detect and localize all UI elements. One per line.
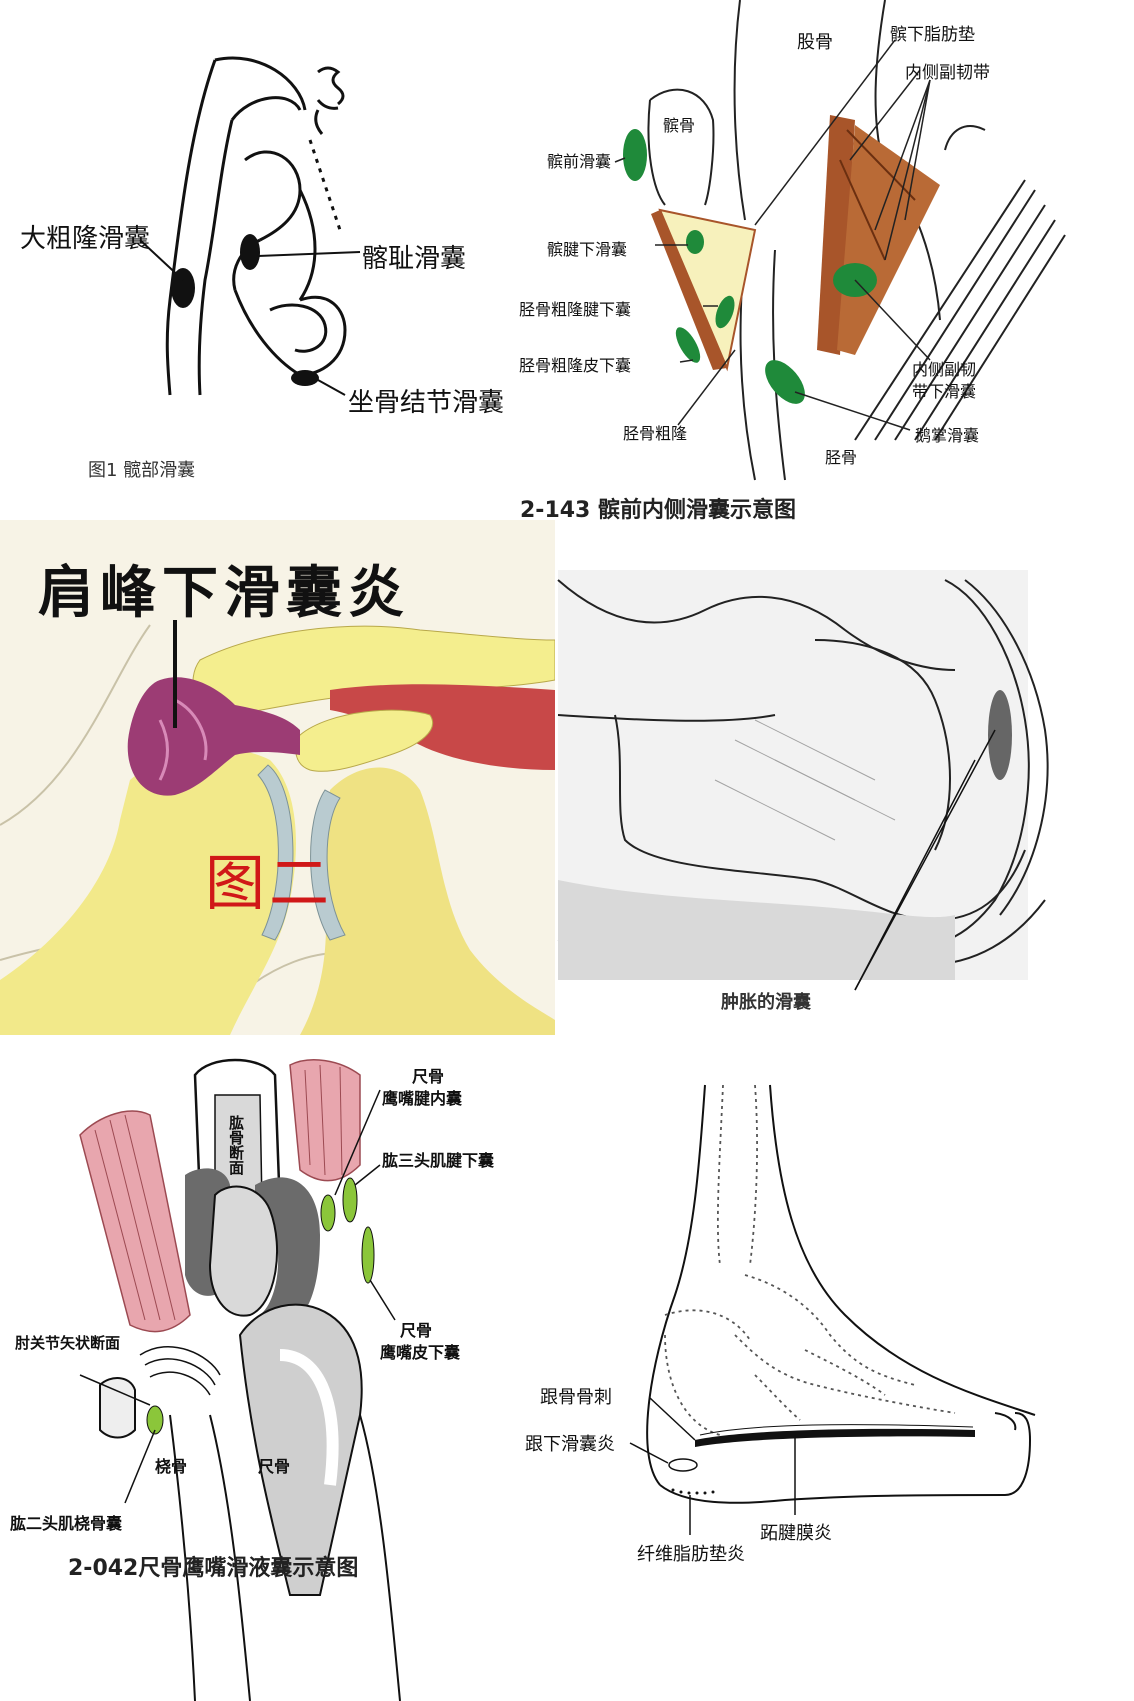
shoulder-illustration bbox=[0, 620, 556, 1036]
shoulder-title: 肩峰下滑囊炎 bbox=[38, 560, 410, 626]
elbow-olecranon-panel: 尺骨 鹰嘴腱内囊 肱骨断面 肱三头肌腱下囊 肘关节矢状断面 尺骨 鹰嘴皮下囊 桡… bbox=[0, 1035, 555, 1701]
label-plantar-fasciitis: 跖腱膜炎 bbox=[760, 1523, 832, 1544]
label-ischial-bursa: 坐骨结节滑囊 bbox=[348, 388, 505, 418]
label-ulna: 尺骨 bbox=[258, 1457, 291, 1476]
heel-bursa-panel: 肿胀的滑囊 bbox=[555, 520, 1134, 1035]
knee-bursae-panel: 股骨 髌下脂肪垫 内侧副韧带 髌骨 髌前滑囊 髌腱下滑囊 胫骨粗隆腱下囊 胫骨粗… bbox=[519, 0, 1134, 523]
hip-bursae-panel: 大粗隆滑囊 髂耻滑囊 坐骨结节滑囊 图1 髋部滑囊 bbox=[0, 0, 555, 520]
elbow-figure-caption: 2-042尺骨鹰嘴滑液囊示意图 bbox=[68, 1556, 359, 1581]
label-subcutaneous-bursa-line1: 尺骨 bbox=[400, 1321, 433, 1340]
figure-two-label: 图二 bbox=[205, 849, 333, 919]
label-tibia: 胫骨 bbox=[825, 448, 858, 467]
label-pes-anserine-bursa: 鹅掌滑囊 bbox=[915, 426, 980, 445]
label-subcalcaneal-bursitis: 跟下滑囊炎 bbox=[525, 1434, 615, 1455]
label-medial-collateral-ligament: 内侧副韧带 bbox=[905, 63, 990, 83]
label-triceps-bursa: 肱三头肌腱下囊 bbox=[382, 1151, 495, 1170]
swollen-bursa-caption: 肿胀的滑囊 bbox=[721, 992, 811, 1013]
label-greater-trochanter-bursa: 大粗隆滑囊 bbox=[20, 224, 151, 254]
knee-illustration bbox=[614, 0, 1066, 481]
label-patella: 髌骨 bbox=[663, 116, 696, 135]
label-subtendinous-bursa: 髌腱下滑囊 bbox=[547, 240, 628, 259]
hip-illustration bbox=[139, 56, 361, 396]
label-calcaneal-spur: 跟骨骨刺 bbox=[540, 1387, 612, 1408]
heel-illustration bbox=[557, 570, 1049, 991]
label-humerus-section: 肱骨断面 bbox=[227, 1115, 245, 1175]
label-iliopectineal-bursa: 髂耻滑囊 bbox=[362, 244, 467, 274]
label-olecranon-tendon-bursa: 鹰嘴腱内囊 bbox=[382, 1089, 463, 1108]
label-femur: 股骨 bbox=[797, 32, 833, 53]
label-olecranon: 尺骨 bbox=[412, 1067, 445, 1086]
label-tibial-tuberosity-tendon-bursa: 胫骨粗隆腱下囊 bbox=[519, 300, 632, 319]
elbow-illustration bbox=[79, 1058, 401, 1701]
label-radius: 桡骨 bbox=[155, 1457, 188, 1476]
figure-caption: 图1 髋部滑囊 bbox=[88, 460, 196, 481]
label-elbow-sagittal: 肘关节矢状断面 bbox=[15, 1334, 121, 1352]
label-biceps-radial-bursa: 肱二头肌桡骨囊 bbox=[10, 1514, 123, 1533]
shoulder-bursitis-panel: 肩峰下滑囊炎 图二 bbox=[0, 520, 556, 1036]
foot-bursitis-panel: 跟骨骨刺 跟下滑囊炎 跖腱膜炎 纤维脂肪垫炎 bbox=[525, 1035, 1134, 1701]
foot-illustration bbox=[629, 1084, 1036, 1535]
label-subcutaneous-bursa-line2: 鹰嘴皮下囊 bbox=[380, 1343, 461, 1362]
label-fat-pad-inflammation: 纤维脂肪垫炎 bbox=[637, 1544, 745, 1565]
label-mcl-bursa-line1: 内侧副韧 bbox=[912, 360, 977, 379]
label-infrapatellar-fat-pad: 髌下脂肪垫 bbox=[890, 25, 975, 45]
label-mcl-bursa-line2: 带下滑囊 bbox=[912, 382, 977, 401]
label-tibial-tuberosity: 胫骨粗隆 bbox=[623, 424, 688, 443]
label-tibial-tuberosity-subcutaneous-bursa: 胫骨粗隆皮下囊 bbox=[519, 356, 632, 375]
label-prepatellar-bursa: 髌前滑囊 bbox=[547, 152, 612, 171]
knee-figure-caption: 2-143 髌前内侧滑囊示意图 bbox=[520, 498, 797, 523]
